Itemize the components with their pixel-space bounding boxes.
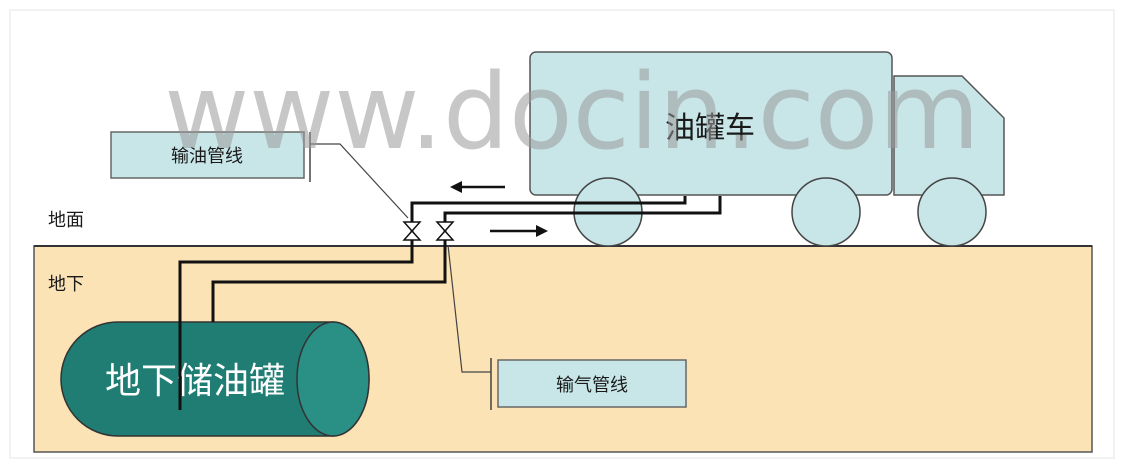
truck-wheel-rear: [917, 177, 987, 247]
truck-label: 油罐车: [665, 111, 755, 146]
truck-wheel-middle: [791, 177, 861, 247]
oil-pipeline-label: 输油管线: [171, 146, 243, 167]
truck-cab: [893, 75, 1005, 196]
vapor-pipe: [211, 196, 722, 322]
arrow-right-icon: [490, 225, 548, 237]
truck-tank-body: [529, 51, 893, 196]
ground-label: 地面: [48, 210, 84, 231]
storage-tank-label: 地下储油罐: [105, 361, 285, 402]
vapor-valve-icon: [435, 221, 455, 241]
vapor-pipeline-label-box: [497, 359, 687, 408]
oil-callout-leader: [310, 143, 409, 219]
underground-label: 地下: [48, 274, 84, 295]
vapor-pipeline-label: 输气管线: [556, 375, 628, 396]
oil-valve-icon: [402, 221, 422, 241]
arrow-left-icon: [450, 181, 505, 193]
storage-tank-end: [296, 321, 370, 437]
oil-pipeline-label-box: [110, 131, 305, 179]
watermark-text: www.docin.com: [164, 51, 980, 173]
vapor-callout-leader: [447, 244, 491, 373]
